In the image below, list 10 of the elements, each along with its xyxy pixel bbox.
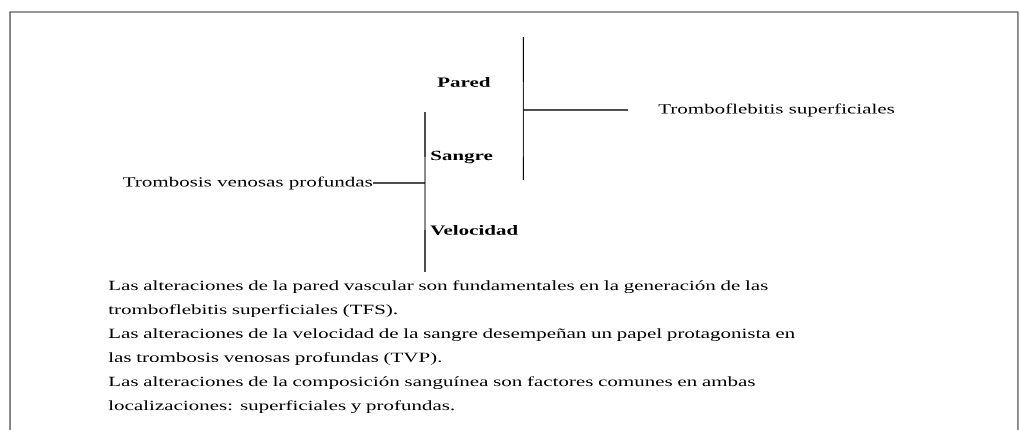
- factor-label: Velocidad: [430, 225, 518, 235]
- factor-label: Pared: [437, 77, 491, 87]
- bracket-connector: [522, 109, 629, 181]
- term-label: Tromboflebitis superficiales: [658, 103, 895, 117]
- note-text: Las alteraciones de la velocidad de la sangre desempeñan un papel protagonista en las trombosis venosas profundas (TVP).: [108, 328, 795, 365]
- note-text: Las alteraciones de la composición sanguínea son factores comunes en ambas localizaciones: superficiales y profundas.: [108, 376, 755, 414]
- note-text: Las alteraciones de la pared vascular son fundamentales en la generación de las tromboflebitis superficiales (TFS).: [108, 280, 768, 318]
- factor-label: Sangre: [431, 150, 493, 164]
- bracket-connector: [372, 182, 426, 273]
- term-label: Trombosis venosas profundas: [123, 176, 373, 190]
